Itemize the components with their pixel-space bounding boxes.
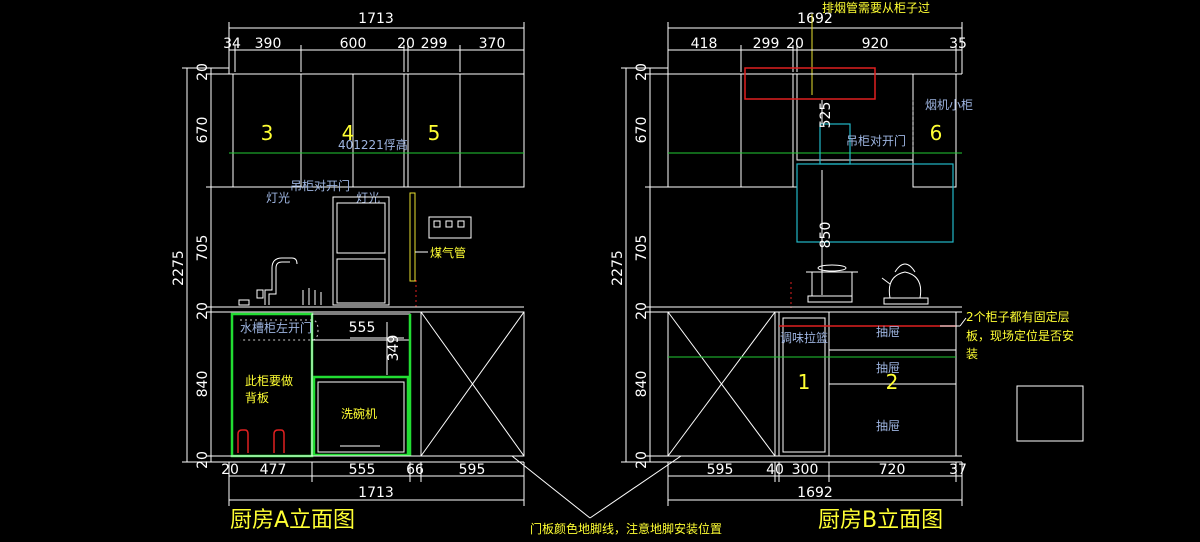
a-left-dim-4: 20 (195, 302, 211, 320)
a-title: 厨房A立面图 (230, 508, 355, 533)
b-top-dim-4: 920 (862, 36, 889, 52)
b-left-dim-5: 840 (634, 371, 650, 398)
b-top-dim-3: 20 (786, 36, 804, 52)
b-cabinet-number-6: 6 (930, 121, 943, 145)
a-height-note: 401221俘高 (338, 137, 408, 152)
b-dim-525: 525 (818, 102, 834, 129)
a-top-dim-4: 20 (397, 36, 415, 52)
b-left-dim-3: 705 (634, 235, 650, 262)
a-bottom-dim-2: 477 (260, 462, 287, 478)
b-width-top: 1692 (797, 11, 833, 27)
b-shelf-note-3: 装 (966, 347, 978, 361)
a-left-dim-2: 670 (195, 117, 211, 144)
a-dim-555-inner: 555 (349, 320, 376, 336)
b-shelf-note-1: 2个柜子都有固定层 (966, 309, 1070, 324)
b-left-dim-4: 20 (634, 302, 650, 320)
b-left-dim-1: 20 (634, 63, 650, 81)
b-drawer-label-1: 抽屉 (876, 325, 900, 339)
b-title: 厨房B立面图 (818, 508, 943, 533)
b-bottom-dim-4: 720 (879, 462, 906, 478)
a-top-dim-2: 390 (255, 36, 282, 52)
a-gas-pipe-label: 煤气管 (430, 245, 466, 260)
b-top-dim-2: 299 (753, 36, 780, 52)
a-wall-doors-label: 吊柜对开门 (290, 178, 350, 193)
a-width-top: 1713 (358, 11, 394, 27)
a-bottom-dim-1: 20 (221, 462, 239, 478)
a-total-height: 2275 (171, 250, 187, 286)
b-wall-doors-label: 吊柜对开门 (846, 133, 906, 148)
a-left-dim-3: 705 (195, 235, 211, 262)
elevation-b: 1692 排烟管需要从柜子过 418 299 20 920 35 2275 20… (610, 0, 1074, 533)
a-steam-oven-rack (332, 196, 390, 306)
a-cabinet-number-4: 4 (342, 121, 355, 145)
a-top-dim-1: 34 (223, 36, 241, 52)
a-light-label-1: 灯光 (266, 191, 290, 205)
a-socket-panel (428, 216, 472, 239)
a-back-panel-label-1: 此柜要做 (245, 373, 293, 388)
a-left-dim-5: 840 (195, 371, 211, 398)
b-bottom-dim-2: 40 (766, 462, 784, 478)
plinth-note: 门板颜色地脚线，注意地脚安装位置 (530, 521, 722, 536)
b-bottom-dim-1: 595 (707, 462, 734, 478)
a-wall-cabinets (229, 73, 525, 188)
b-shelf-note-2: 板，现场定位是否安 (966, 328, 1074, 343)
b-cabinet-number-1: 1 (798, 370, 811, 394)
plinth-leader-lines (511, 455, 682, 519)
a-back-panel-label-2: 背板 (245, 391, 269, 405)
b-drawer-label-3: 抽屉 (876, 419, 900, 433)
b-top-dim-5: 35 (949, 36, 967, 52)
empty-legend-box (1016, 385, 1084, 442)
b-kettle-icon (881, 263, 929, 305)
a-top-dim-6: 370 (479, 36, 506, 52)
a-knife-holder (302, 288, 322, 305)
a-cabinet-number-3: 3 (261, 121, 274, 145)
a-bottom-dim-5: 595 (459, 462, 486, 478)
a-top-dim-3: 600 (340, 36, 367, 52)
b-drawer-label-2: 抽屉 (876, 361, 900, 375)
a-left-dim-6: 20 (195, 451, 211, 469)
a-top-dim-5: 299 (421, 36, 448, 52)
b-spice-basket-label: 调味拉篮 (780, 330, 828, 345)
b-exhaust-note: 排烟管需要从柜子过 (822, 0, 930, 15)
a-dim-349: 349 (386, 335, 402, 362)
b-left-dim-2: 670 (634, 117, 650, 144)
b-left-dim-6: 20 (634, 451, 650, 469)
elevation-a: 1713 34 390 600 20 299 370 2275 20 670 7… (171, 11, 525, 533)
b-base-cabinets (667, 311, 962, 463)
b-hood-cabinet-label: 烟机小柜 (925, 98, 973, 112)
b-top-dim-1: 418 (691, 36, 718, 52)
b-bottom-dim-3: 300 (792, 462, 819, 478)
b-pot-icon (806, 264, 858, 303)
b-width-bottom: 1692 (797, 485, 833, 501)
a-left-dim-1: 20 (195, 63, 211, 81)
a-sink-door-label: 水槽柜左开门 (240, 320, 312, 335)
b-wall-cabinets (667, 67, 962, 295)
b-dim-850: 850 (818, 222, 834, 249)
a-base-cabinets (229, 311, 525, 463)
a-faucet (238, 257, 298, 306)
a-cabinet-number-5: 5 (428, 121, 441, 145)
a-bottom-dim-3: 555 (349, 462, 376, 478)
a-gas-pipe (409, 192, 428, 308)
a-dishwasher-label: 洗碗机 (341, 406, 377, 421)
b-total-height: 2275 (610, 250, 626, 286)
a-bottom-dim-4: 66 (406, 462, 424, 478)
b-cabinet-number-2: 2 (886, 370, 899, 394)
b-bottom-dim-5: 37 (949, 462, 967, 478)
a-width-bottom: 1713 (358, 485, 394, 501)
a-light-label-2: 灯光 (356, 191, 380, 205)
